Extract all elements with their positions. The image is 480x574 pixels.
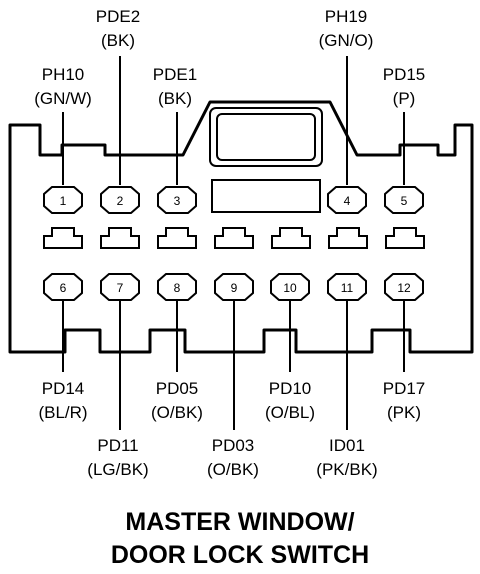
wire-label-pin-4: PH19 (GN/O) [319, 7, 374, 50]
circuit-code: PD10 [269, 379, 312, 398]
pin-number: 3 [174, 194, 181, 208]
pin-cavity-3: 3 [157, 186, 197, 214]
pin-number: 10 [283, 281, 297, 295]
wire-color: (GN/W) [34, 89, 92, 108]
wire-label-pin-11: ID01 (PK/BK) [316, 436, 377, 479]
wire-color: (LG/BK) [87, 460, 148, 479]
keying-slot [211, 179, 321, 213]
wire-label-pin-12: PD17 (PK) [383, 379, 426, 422]
diagram-title-line1: MASTER WINDOW/ [125, 508, 354, 536]
circuit-code: PD11 [97, 436, 138, 455]
pin-number: 7 [117, 281, 124, 295]
pin-cavity-7: 7 [100, 273, 140, 301]
locking-tabs [43, 227, 425, 249]
pin-number: 1 [60, 194, 67, 208]
pin-number: 11 [341, 281, 354, 295]
pin-cavity-4: 4 [327, 186, 367, 214]
pin-number: 6 [60, 281, 67, 295]
pin-cavity-11: 11 [327, 273, 367, 301]
circuit-code: ID01 [329, 436, 365, 455]
wire-label-pin-1: PH10 (GN/W) [34, 65, 92, 108]
pin-cavity-9: 9 [214, 273, 254, 301]
wire-color: (BL/R) [38, 403, 87, 422]
wire-label-pin-8: PD05 (O/BK) [151, 379, 203, 422]
wire-label-pin-9: PD03 (O/BK) [207, 436, 259, 479]
wire-color: (GN/O) [319, 31, 374, 50]
pin-number: 5 [401, 194, 408, 208]
pin-number: 12 [397, 281, 411, 295]
pin-cavity-2: 2 [100, 186, 140, 214]
pin-cavity-5: 5 [384, 186, 424, 214]
pin-number: 8 [174, 281, 181, 295]
wire-label-pin-7: PD11 (LG/BK) [87, 436, 148, 479]
wire-color: (BK) [158, 89, 192, 108]
circuit-code: PD03 [212, 436, 255, 455]
wire-label-pin-10: PD10 (O/BL) [265, 379, 315, 422]
diagram-title-line2: DOOR LOCK SWITCH [111, 541, 369, 569]
pin-cavity-12: 12 [384, 273, 424, 301]
wire-color: (O/BK) [151, 403, 203, 422]
wire-label-pin-3: PDE1 (BK) [153, 65, 197, 108]
pin-cavity-8: 8 [157, 273, 197, 301]
pin-cavity-1: 1 [43, 186, 83, 214]
lead-lines [62, 56, 405, 430]
pin-number: 4 [344, 194, 351, 208]
wire-color: (PK/BK) [316, 460, 377, 479]
wire-color: (PK) [387, 403, 421, 422]
circuit-code: PD05 [156, 379, 199, 398]
circuit-code: PDE2 [96, 7, 140, 26]
wire-label-pin-5: PD15 (P) [383, 65, 426, 108]
pin-number: 9 [231, 281, 238, 295]
circuit-code: PD15 [383, 65, 426, 84]
wire-color: (P) [393, 89, 416, 108]
connector-housing [8, 100, 474, 354]
pin-number: 2 [117, 194, 124, 208]
wire-color: (O/BK) [207, 460, 259, 479]
pin-cavity-10: 10 [270, 273, 310, 301]
wire-color: (O/BL) [265, 403, 315, 422]
wire-color: (BK) [101, 31, 135, 50]
circuit-code: PH10 [42, 65, 85, 84]
latch-window [209, 107, 323, 167]
circuit-code: PD17 [383, 379, 426, 398]
wire-label-pin-6: PD14 (BL/R) [38, 379, 87, 422]
circuit-code: PDE1 [153, 65, 197, 84]
wire-label-pin-2: PDE2 (BK) [96, 7, 140, 50]
circuit-code: PD14 [42, 379, 85, 398]
circuit-code: PH19 [325, 7, 368, 26]
pin-cavity-6: 6 [43, 273, 83, 301]
